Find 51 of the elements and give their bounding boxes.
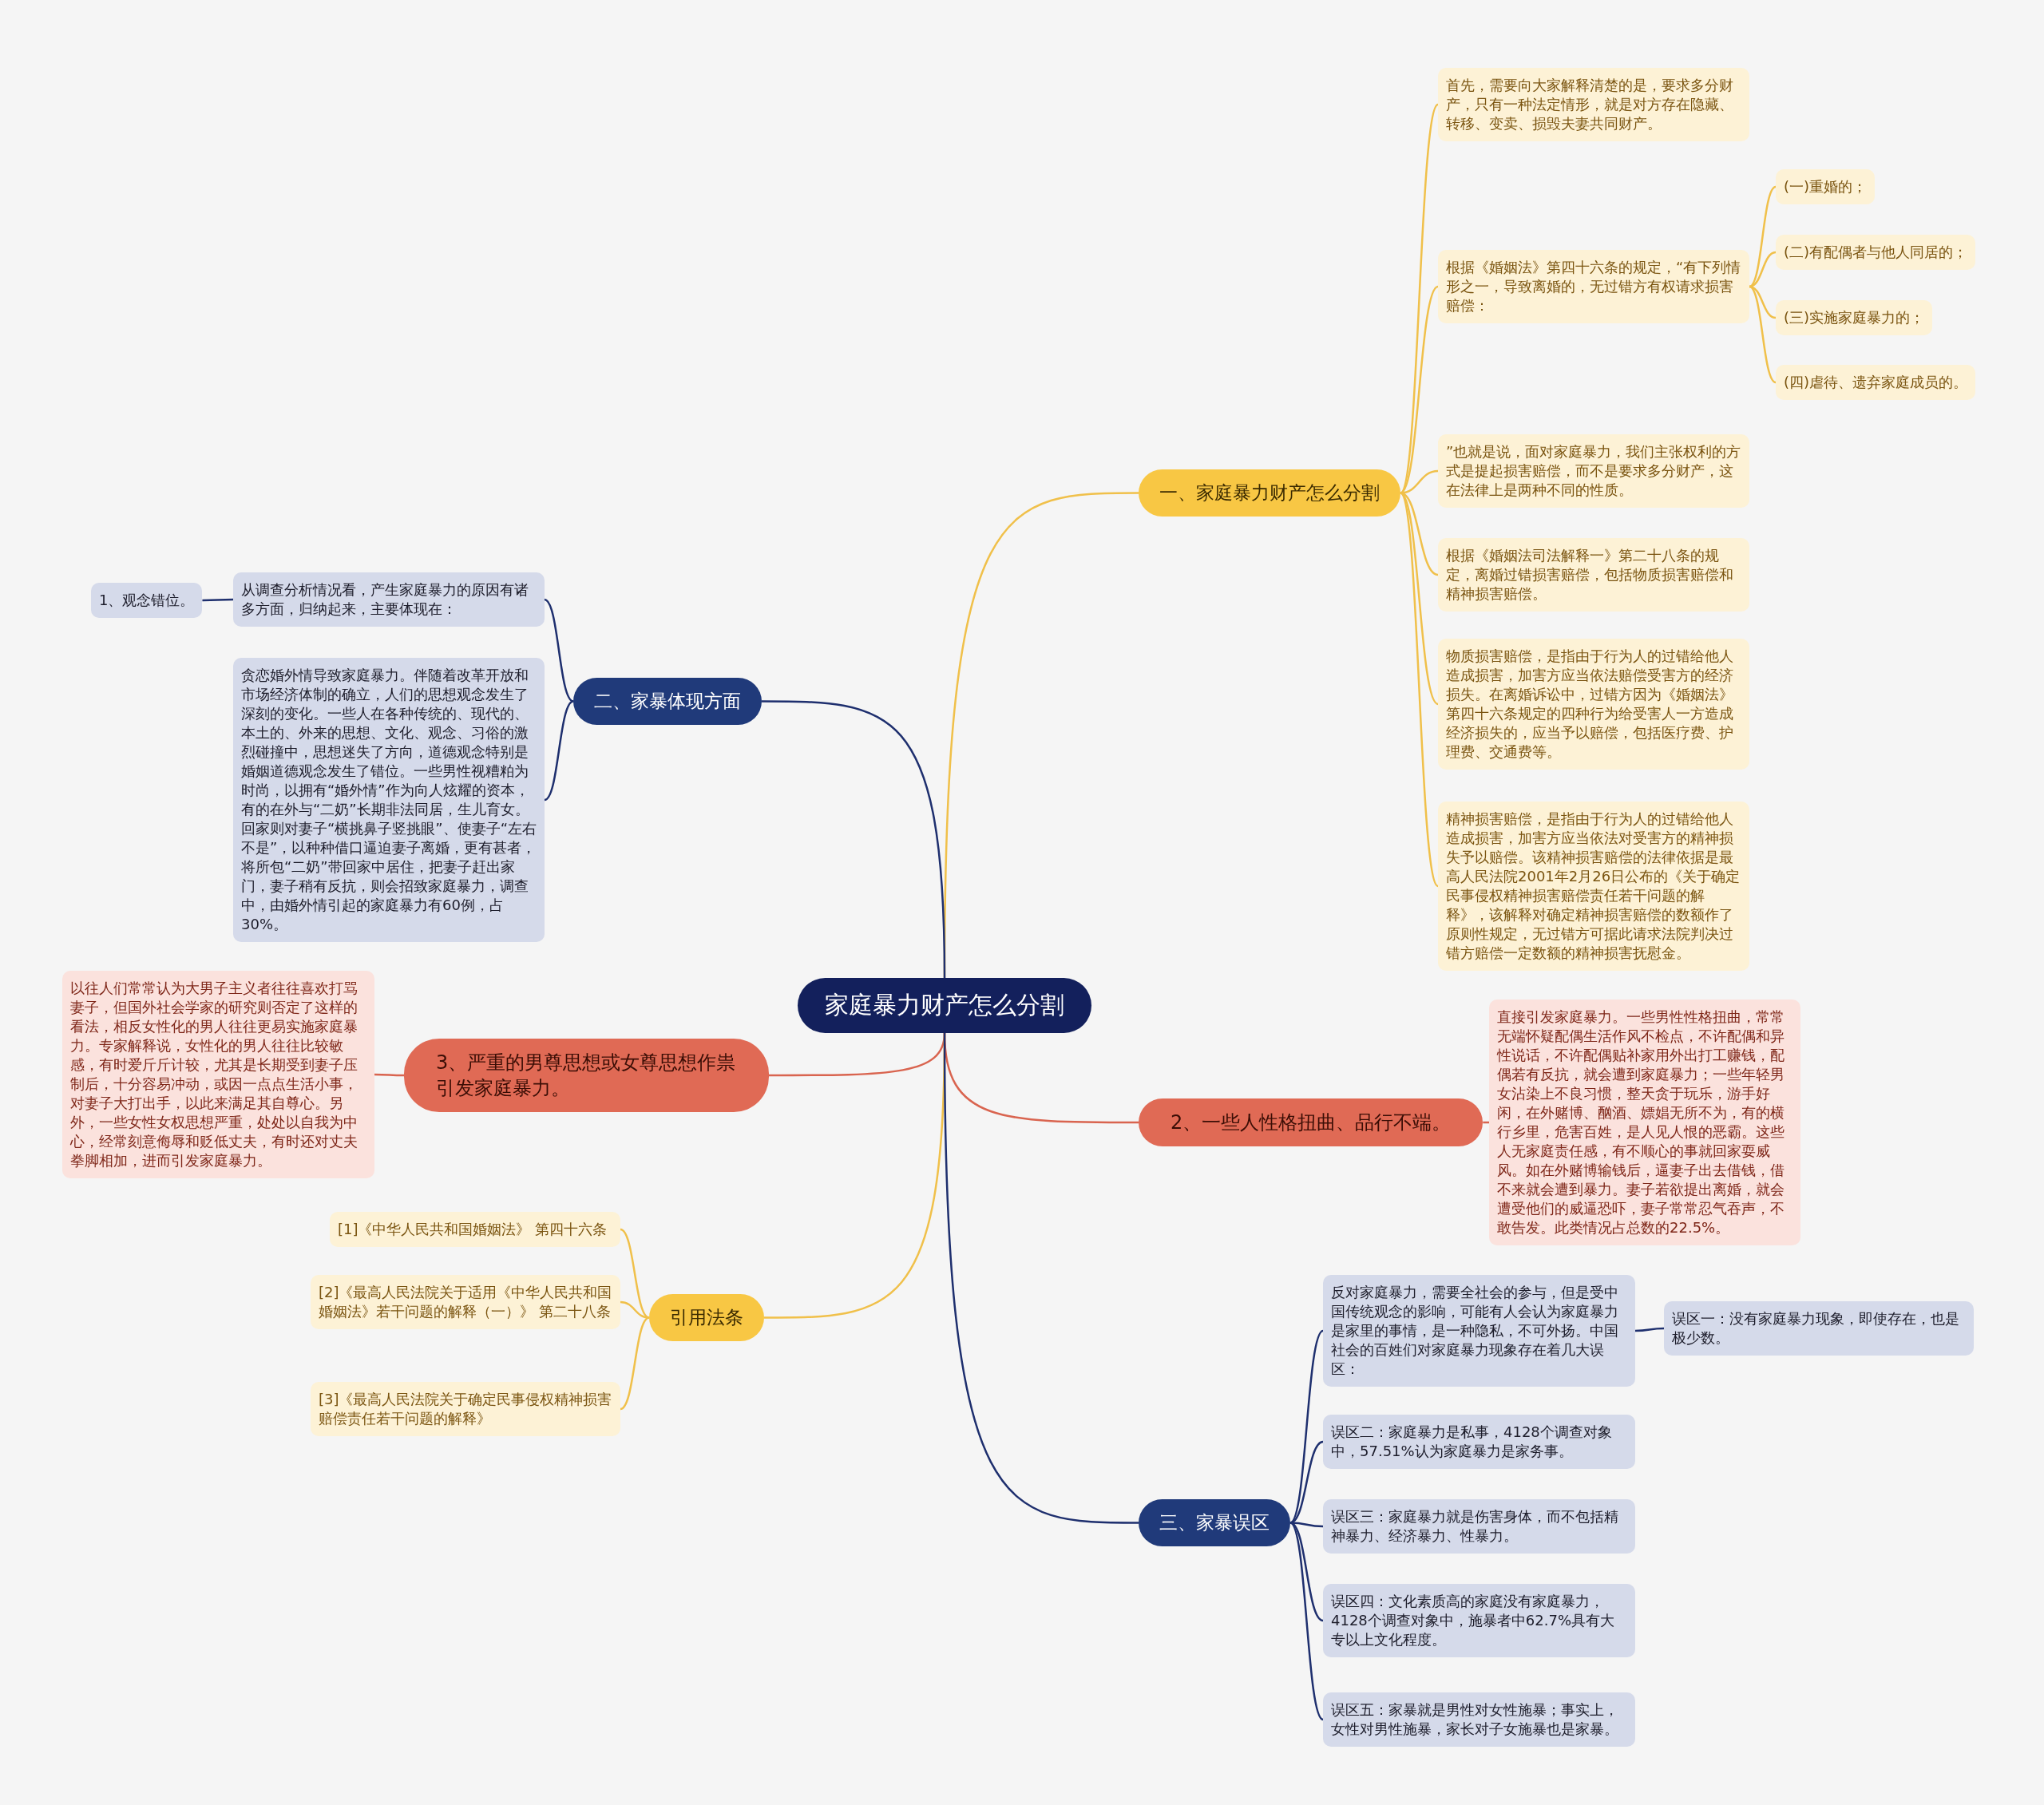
- connector-line: [1289, 1522, 1324, 1622]
- connector-line: [1749, 285, 1777, 319]
- text-card: [2]《最高人民法院关于适用《中华人民共和国婚姻法》若干问题的解释（一）》 第二十八条: [311, 1275, 620, 1329]
- connector-line: [943, 1033, 1139, 1524]
- connector-line: [620, 1316, 650, 1411]
- text-card: 精神损害赔偿，是指由于行为人的过错给他人造成损害，加害方应当依法对受害方的精神损失予以赔偿。该精神损害赔偿的法律依据是最高人民法院2001年2月26日公布的《关于确定民事侵权精神损害赔偿责任若干问题的解释》，该解释对确定精神损害赔偿的数额作了原则性规定，无过错方可据此请求法院判决过错方赔偿一定数额的精神损害抚慰金。: [1438, 802, 1749, 971]
- text-card: (四)虐待、遗弃家庭成员的。: [1776, 365, 1976, 400]
- branch-topic: 二、家暴体现方面: [573, 678, 762, 725]
- connector-line: [1400, 286, 1439, 494]
- branch-topic: 一、家庭暴力财产怎么分割: [1139, 469, 1400, 517]
- branch-topic: 2、一些人性格扭曲、品行不端。: [1139, 1098, 1483, 1146]
- text-card: 误区四：文化素质高的家庭没有家庭暴力，4128个调查对象中，施暴者中62.7%具有大专以上文化程度。: [1323, 1584, 1635, 1657]
- root-topic: 家庭暴力财产怎么分割: [798, 978, 1091, 1033]
- connector-line: [374, 1073, 404, 1077]
- text-card: 直接引发家庭暴力。一些男性性格扭曲，常常无端怀疑配偶生活作风不检点，不许配偶和异性说话，不许配偶贴补家用外出打工赚钱，配偶若有反抗，就会遭到家庭暴力；一些年轻男女沾染上不良习惯，整天贪于玩乐，游手好闲，在外赌博、酗酒、嫖娼无所不为，有的横行乡里，危害百姓，是人见人恨的恶霸。这些人无家庭责任感，有不顺心的事就回家耍威风。如在外赌博输钱后，逼妻子出去借钱，借不来就会遭到暴力。妻子若欲提出离婚，就会遭受他们的威逼恐吓，妻子常常忍气吞声，不敢告发。此类情况占总数的22.5%。: [1489, 999, 1800, 1245]
- text-card: (一)重婚的；: [1776, 169, 1876, 204]
- text-card: 贪恋婚外情导致家庭暴力。伴随着改革开放和市场经济体制的确立，人们的思想观念发生了深刻的变化。一些人在各种传统的、现代的、本土的、外来的思想、文化、观念、习俗的激烈碰撞中，思想迷失了方向，道德观念特别是婚姻道德观念发生了错位。一些男性视糟粕为时尚，以拥有“婚外情”作为向人炫耀的资本，有的在外与“二奶”长期非法同居，生儿育女。回家则对妻子“横挑鼻子竖挑眼”、使妻子“左右不是”，以种种借口逼迫妻子离婚，更有甚者，将所包“二奶”带回家中居住，把妻子赶出家门，妻子稍有反抗，则会招致家庭暴力，调查中，由婚外情引起的家庭暴力有60例，占30%。: [233, 658, 545, 942]
- text-card: 物质损害赔偿，是指由于行为人的过错给他人造成损害，加害方应当依法赔偿受害方的经济损失。在离婚诉讼中，过错方因为《婚姻法》第四十六条规定的四种行为给受害人一方造成经济损失的，应当予以赔偿，包括医疗费、护理费、交通费等。: [1438, 639, 1749, 770]
- connector-line: [1289, 1522, 1324, 1720]
- text-card: 根据《婚姻法》第四十六条的规定，“有下列情形之一，导致离婚的，无过错方有权请求损害赔偿：: [1438, 250, 1749, 323]
- branch-topic: 三、家暴误区: [1139, 1499, 1290, 1546]
- connector-line: [1749, 251, 1777, 288]
- text-card: 从调查分析情况看，产生家庭暴力的原因有诸多方面，归纳起来，主要体现在：: [233, 572, 545, 627]
- text-card: 误区一：没有家庭暴力现象，即使存在，也是极少数。: [1664, 1301, 1974, 1356]
- connector-line: [544, 598, 574, 703]
- connector-line: [544, 700, 574, 802]
- branch-topic: 3、严重的男尊思想或女尊思想作祟引发家庭暴力。: [404, 1039, 769, 1112]
- text-card: 以往人们常常认为大男子主义者往往喜欢打骂妻子，但国外社会学家的研究则否定了这样的看法，相反女性化的男人往往更易实施家庭暴力。专家解释说，女性化的男人往往比较敏感，有时爱斤斤计较，尤其是长期受到妻子压制后，十分容易冲动，或因一点点生活小事，对妻子大打出手，以此来满足其自尊心。另外，一些女性女权思想严重，处处以自我为中心，经常刻意侮辱和贬低丈夫，有时还对丈夫拳脚相加，进而引发家庭暴力。: [62, 971, 374, 1178]
- connector-line: [1399, 492, 1440, 887]
- text-card: 1、观念错位。: [91, 583, 203, 618]
- text-card: 误区五：家暴就是男性对女性施暴；事实上，女性对男性施暴，家长对子女施暴也是家暴。: [1323, 1692, 1635, 1747]
- branch-topic: 引用法条: [649, 1294, 764, 1341]
- connector-line: [1400, 492, 1439, 705]
- text-card: 误区三：家庭暴力就是伤害身体，而不包括精神暴力、经济暴力、性暴力。: [1323, 1499, 1635, 1554]
- connector-line: [1635, 1327, 1664, 1332]
- connector-line: [1289, 1440, 1324, 1524]
- connector-line: [1749, 185, 1777, 288]
- connector-line: [762, 700, 946, 979]
- text-card: 根据《婚姻法司法解释一》第二十八条的规定，离婚过错损害赔偿，包括物质损害赔偿和精神损害赔偿。: [1438, 538, 1749, 612]
- connector-line: [620, 1228, 650, 1319]
- text-card: (三)实施家庭暴力的；: [1776, 300, 1933, 335]
- text-card: 首先，需要向大家解释清楚的是，要求多分财产，只有一种法定情形，就是对方存在隐藏、转移、变卖、损毁夫妻共同财产。: [1438, 68, 1749, 141]
- text-card: ”也就是说，面对家庭暴力，我们主张权利的方式是提起损害赔偿，而不是要求多分财产，这在法律上是两种不同的性质。: [1438, 434, 1749, 508]
- connector-line: [1399, 104, 1440, 494]
- text-card: (二)有配偶者与他人同居的；: [1776, 235, 1976, 270]
- text-card: [3]《最高人民法院关于确定民事侵权精神损害赔偿责任若干问题的解释》: [311, 1382, 620, 1436]
- text-card: 误区二：家庭暴力是私事，4128个调查对象中，57.51%认为家庭暴力是家务事。: [1323, 1415, 1635, 1469]
- connector-line: [202, 598, 233, 602]
- text-card: 反对家庭暴力，需要全社会的参与，但是受中国传统观念的影响，可能有人会认为家庭暴力是家里的事情，是一种隐私，不可外扬。中国社会的百姓们对家庭暴力现象存在着几大误区：: [1323, 1275, 1635, 1387]
- text-card: [1]《中华人民共和国婚姻法》 第四十六条: [330, 1212, 620, 1247]
- connector-line: [1749, 285, 1777, 384]
